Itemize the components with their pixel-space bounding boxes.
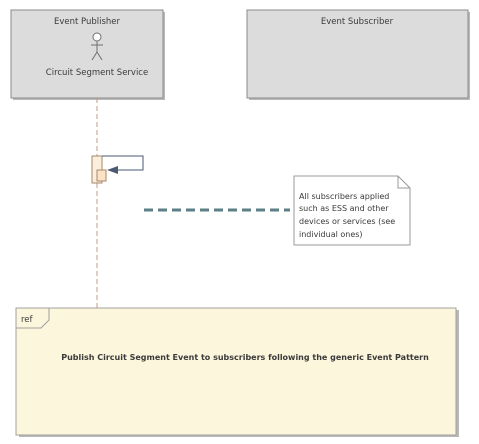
lifeline-subscriber-box (246, 9, 469, 99)
lifeline-subscriber-heading: Event Subscriber (321, 17, 394, 27)
ref-frame-tag: ref (21, 315, 34, 325)
note-box (293, 175, 411, 246)
note[interactable]: All subscribers applied such as ESS and … (293, 175, 411, 246)
note-line-3: devices or services (see (299, 217, 395, 226)
ref-frame-box (15, 307, 457, 436)
lifeline-publisher-box (10, 9, 164, 99)
lifeline-subscriber[interactable]: Event Subscriber (246, 9, 470, 100)
self-message[interactable] (91, 155, 144, 184)
self-message-line (102, 155, 144, 171)
ref-frame-tab (16, 308, 50, 329)
note-line-4: individual ones) (299, 230, 363, 239)
lifeline-publisher-name: Circuit Segment Service (46, 68, 148, 78)
note-line-2: such as ESS and other (299, 204, 389, 213)
lifeline-publisher[interactable]: Event Publisher Circuit Segment Service (10, 9, 165, 100)
ref-frame[interactable]: ref Publish Circuit Segment Event to sub… (15, 307, 459, 437)
ref-frame-text: Publish Circuit Segment Event to subscri… (61, 353, 429, 362)
arrowhead-icon (107, 166, 118, 174)
nested-activation-bar (96, 169, 107, 182)
note-line-1: All subscribers applied (299, 192, 389, 201)
note-fold-icon (397, 176, 410, 189)
actor-icon (91, 32, 103, 61)
lifeline-publisher-heading: Event Publisher (54, 17, 121, 27)
